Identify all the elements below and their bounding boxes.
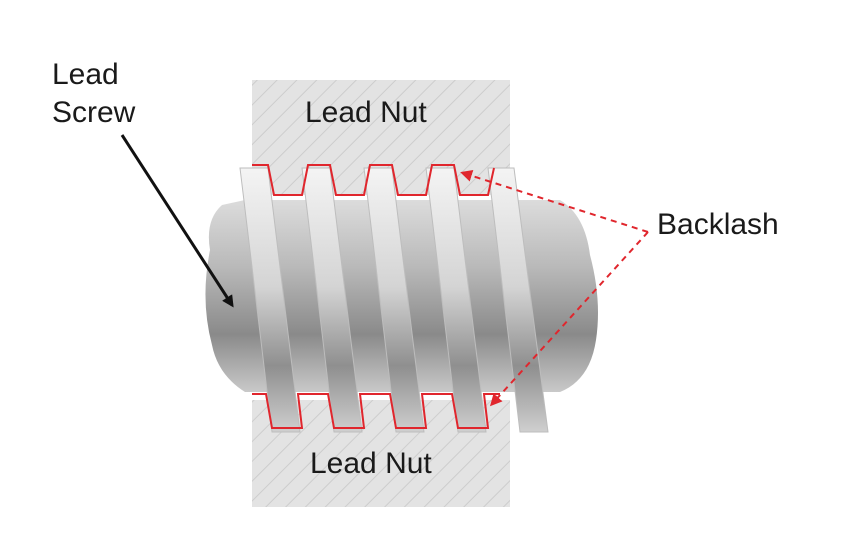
nut-thread-profile-bottom xyxy=(252,393,500,429)
backlash-arrow-lower xyxy=(489,231,649,407)
lead-nut-bottom-label: Lead Nut xyxy=(310,447,432,480)
lead-nut-top-label: Lead Nut xyxy=(305,96,427,129)
lead-screw-pointer-arrow xyxy=(120,134,234,308)
nut-thread-profile-top xyxy=(252,164,495,196)
lead-screw-label-line2: Screw xyxy=(52,96,136,129)
screw-threads xyxy=(239,167,549,433)
backlash-label: Backlash xyxy=(657,208,779,241)
lead-screw-label-line1: Lead xyxy=(52,58,119,91)
